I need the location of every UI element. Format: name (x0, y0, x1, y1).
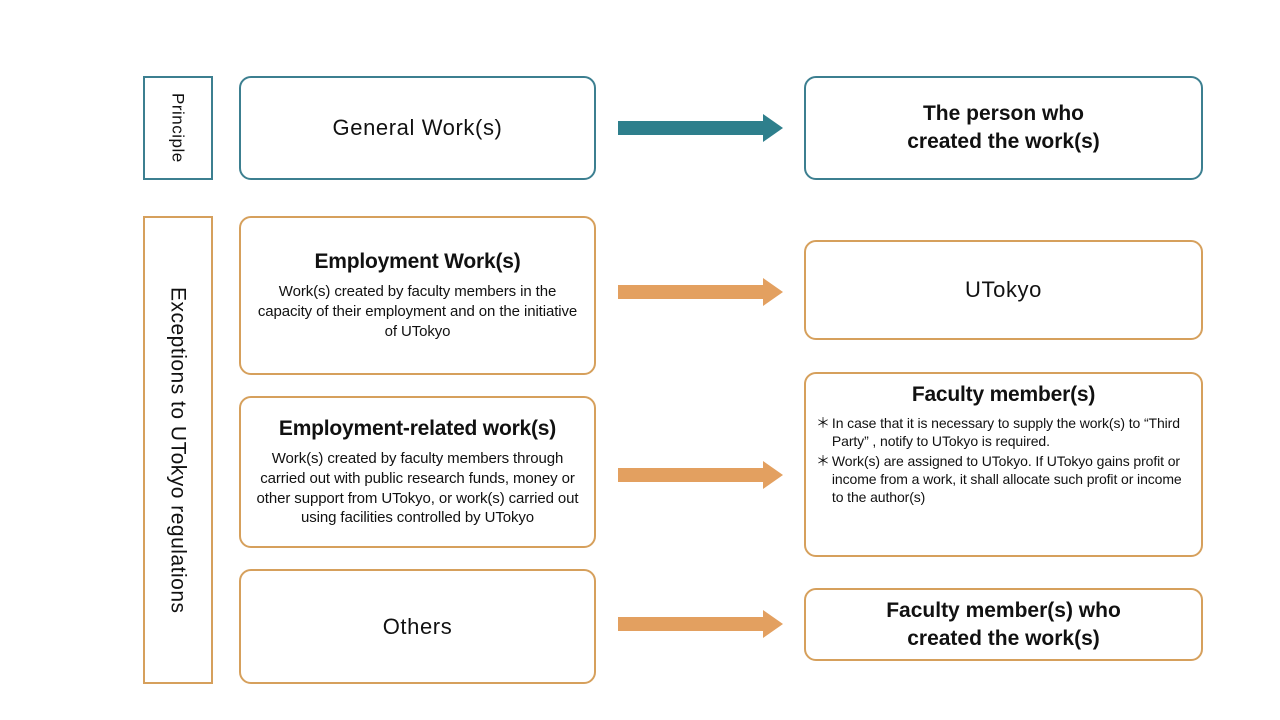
card-utokyo[interactable]: UTokyo (804, 240, 1203, 340)
arrow-employment-works (618, 278, 783, 306)
arrow-employment-works-shaft (618, 285, 763, 299)
card-person-who-created-line1: The person who (922, 102, 1084, 126)
card-person-who-created-line2: created the work(s) (907, 130, 1100, 153)
card-employment-related-works-title: Employment-related work(s) (278, 416, 557, 440)
card-faculty-members-notes-title: Faculty member(s) (911, 383, 1096, 406)
rail-exceptions: Exceptions to UTokyo regulations (143, 216, 213, 684)
faculty-note-text: Work(s) are assigned to UTokyo. If UToky… (831, 452, 1182, 505)
rail-exceptions-label: Exceptions to UTokyo regulations (166, 286, 190, 614)
arrow-employment-related-works-shaft (618, 468, 763, 482)
card-others-title: Others (382, 613, 453, 639)
asterisk-icon: ＊ (816, 415, 830, 432)
arrow-employment-works-head (763, 278, 783, 306)
faculty-note-item: ＊In case that it is necessary to supply … (816, 414, 1191, 450)
card-utokyo-title: UTokyo (965, 277, 1042, 303)
card-employment-works-body: Work(s) created by faculty members in th… (257, 283, 578, 341)
arrow-principle (618, 114, 783, 142)
arrow-employment-related-works (618, 461, 783, 489)
card-employment-related-works[interactable]: Employment-related work(s) Work(s) creat… (239, 396, 596, 548)
arrow-principle-shaft (618, 121, 763, 135)
arrow-employment-related-works-head (763, 461, 783, 489)
arrow-others (618, 610, 783, 638)
card-employment-works[interactable]: Employment Work(s) Work(s) created by fa… (239, 216, 596, 375)
arrow-others-head (763, 610, 783, 638)
card-faculty-members-who-created-line1: Faculty member(s) who (886, 598, 1121, 622)
card-general-works[interactable]: General Work(s) (239, 76, 596, 180)
faculty-note-item: ＊Work(s) are assigned to UTokyo. If UTok… (816, 452, 1191, 507)
card-general-works-title: General Work(s) (332, 115, 503, 141)
rail-principle: Principle (143, 76, 213, 180)
arrow-principle-head (763, 114, 783, 142)
asterisk-icon: ＊ (816, 452, 830, 469)
card-employment-related-works-body: Work(s) created by faculty members throu… (256, 450, 579, 527)
card-faculty-members-notes[interactable]: Faculty member(s) ＊In case that it is ne… (804, 372, 1203, 557)
card-person-who-created[interactable]: The person who created the work(s) (804, 76, 1203, 180)
faculty-notes-list: ＊In case that it is necessary to supply … (816, 414, 1191, 507)
rail-principle-label: Principle (168, 93, 188, 163)
card-faculty-members-who-created-line2: created the work(s) (907, 626, 1100, 650)
card-faculty-members-who-created[interactable]: Faculty member(s) who created the work(s… (804, 588, 1203, 661)
arrow-others-shaft (618, 617, 763, 631)
card-employment-works-title: Employment Work(s) (314, 250, 521, 274)
card-others[interactable]: Others (239, 569, 596, 684)
faculty-note-text: In case that it is necessary to supply t… (831, 415, 1180, 450)
